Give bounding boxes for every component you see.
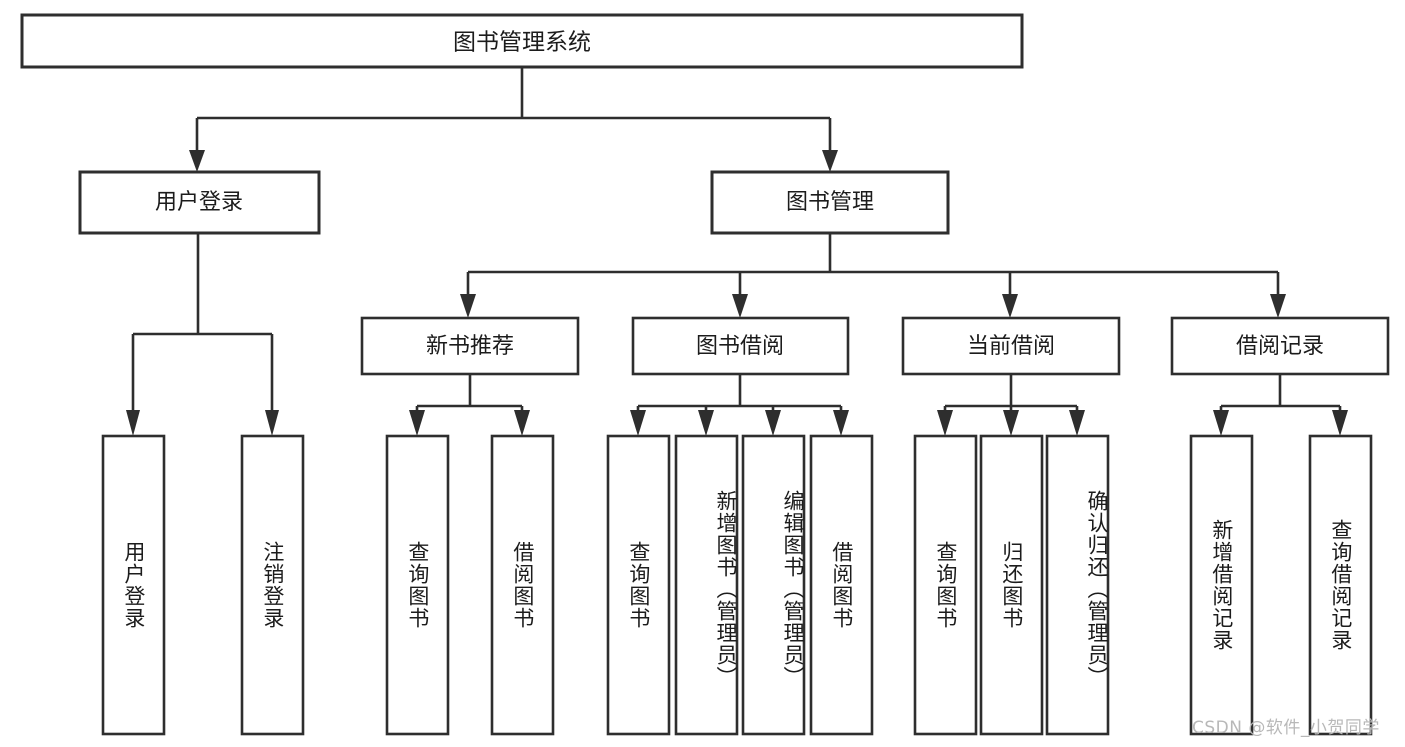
arrow-to-book-borrow (732, 294, 748, 318)
csdn-watermark: CSDN @软件_小贺同学 (1192, 718, 1380, 738)
leaf-add-book-box[interactable] (674, 434, 739, 736)
node-book-borrow[interactable]: 图书借阅 (631, 316, 850, 376)
arrow-leaf-logout-login (265, 410, 279, 436)
arrow-to-current-borrow (1002, 294, 1018, 318)
leaf-edit-book-box[interactable] (741, 434, 806, 736)
node-book-management-label: 图书管理 (786, 190, 874, 215)
node-current-borrow[interactable]: 当前借阅 (901, 316, 1121, 376)
node-root-box[interactable] (20, 13, 1024, 69)
node-borrow-record[interactable]: 借阅记录 (1170, 316, 1390, 376)
arrow-to-user-login (189, 150, 205, 172)
arrow-leaf-add-book (698, 410, 714, 436)
leaf-confirm-return-box[interactable] (1045, 434, 1110, 736)
node-book-borrow-box[interactable] (631, 316, 850, 376)
leaf-return-book-box[interactable] (979, 434, 1044, 736)
leaf-borrow-book-2-box[interactable] (809, 434, 874, 736)
node-book-borrow-label: 图书借阅 (696, 334, 784, 359)
node-current-borrow-box[interactable] (901, 316, 1121, 376)
arrow-leaf-borrow-book-1 (514, 410, 530, 436)
node-root-label: 图书管理系统 (453, 30, 591, 56)
arrow-leaf-add-record (1213, 410, 1229, 436)
leaf-query-book-2-box[interactable] (606, 434, 671, 736)
node-borrow-record-box[interactable] (1170, 316, 1390, 376)
arrow-leaf-borrow-book-2 (833, 410, 849, 436)
node-user-login-box[interactable] (78, 170, 321, 235)
arrow-leaf-user-login (126, 410, 140, 436)
leaf-node-layer (101, 434, 1373, 736)
leaf-query-book-3-box[interactable] (913, 434, 978, 736)
node-new-book-recommend-box[interactable] (360, 316, 580, 376)
arrow-leaf-query-record (1332, 410, 1348, 436)
node-root[interactable]: 图书管理系统 (20, 13, 1024, 69)
arrow-leaf-confirm-return (1069, 410, 1085, 436)
arrow-leaf-edit-book (765, 410, 781, 436)
arrow-to-new-book-recommend (460, 294, 476, 318)
node-user-login[interactable]: 用户登录 (78, 170, 321, 235)
node-current-borrow-label: 当前借阅 (967, 334, 1055, 359)
node-user-login-label: 用户登录 (155, 190, 243, 215)
node-book-management[interactable]: 图书管理 (710, 170, 950, 235)
leaf-borrow-book-1-box[interactable] (490, 434, 555, 736)
arrow-leaf-query-book-2 (630, 410, 646, 436)
arrow-to-book-management (822, 150, 838, 172)
arrow-leaf-query-book-1 (409, 410, 425, 436)
node-book-management-box[interactable] (710, 170, 950, 235)
leaf-query-book-1-box[interactable] (385, 434, 450, 736)
leaf-query-record-box[interactable] (1308, 434, 1373, 736)
node-borrow-record-label: 借阅记录 (1236, 334, 1324, 359)
leaf-user-login-box[interactable] (101, 434, 166, 736)
arrow-leaf-return-book (1003, 410, 1019, 436)
arrow-to-borrow-record (1270, 294, 1286, 318)
leaf-add-record-box[interactable] (1189, 434, 1254, 736)
node-new-book-recommend[interactable]: 新书推荐 (360, 316, 580, 376)
leaf-logout-login-box[interactable] (240, 434, 305, 736)
node-new-book-recommend-label: 新书推荐 (426, 334, 514, 359)
connector-layer (126, 67, 1348, 436)
arrow-leaf-query-book-3 (937, 410, 953, 436)
